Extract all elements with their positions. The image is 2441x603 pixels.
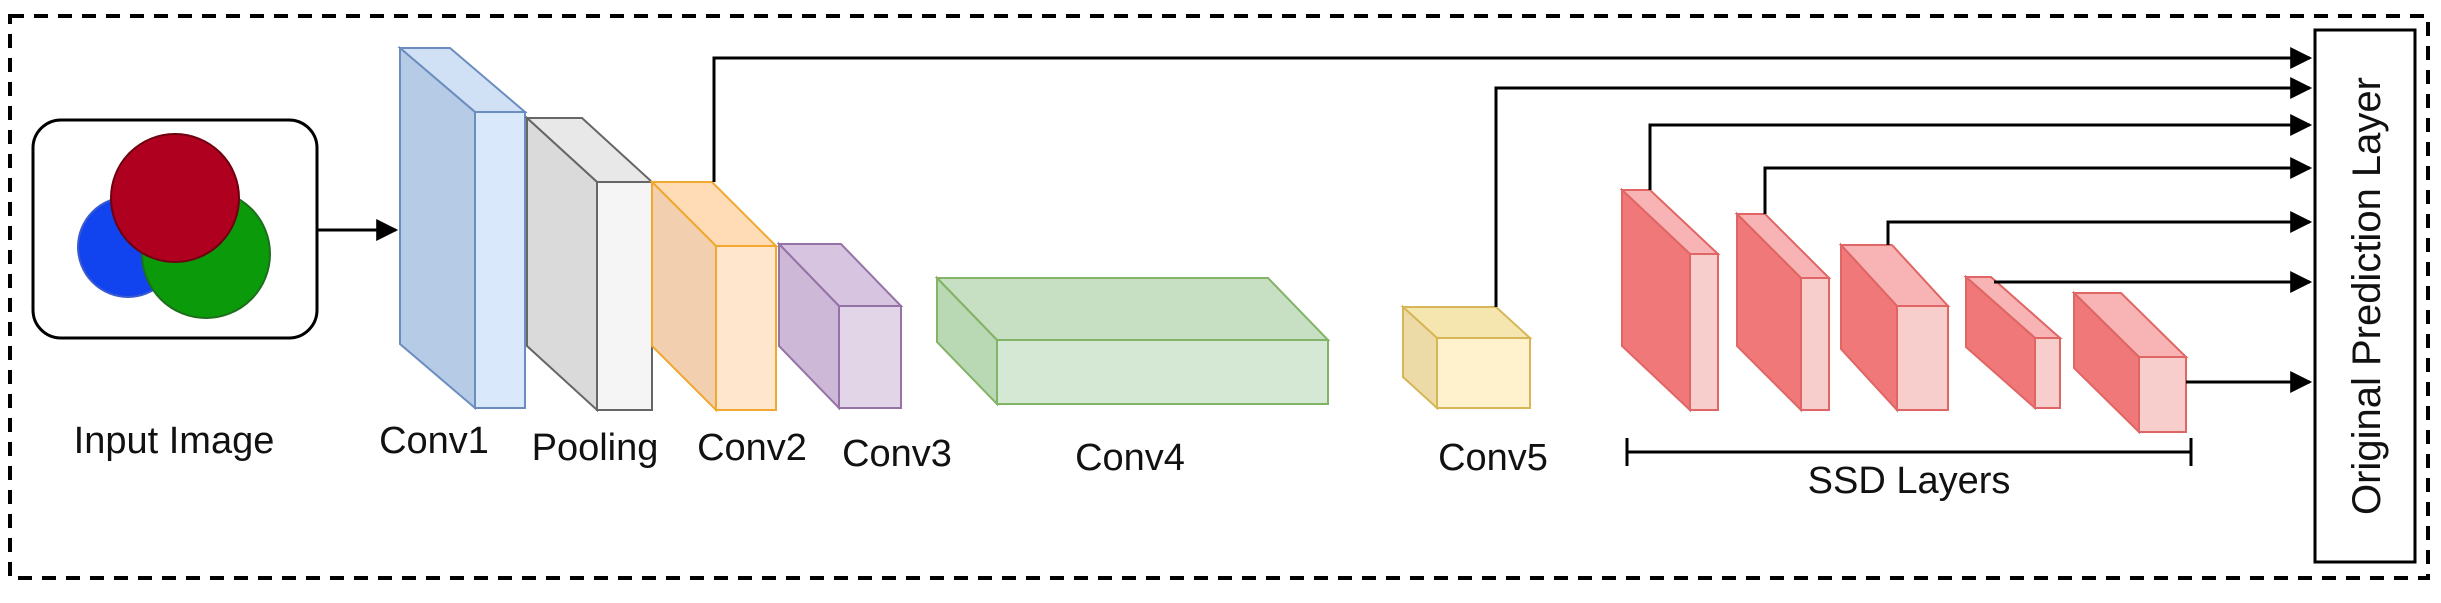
pooling-front [596, 181, 653, 411]
prediction-layer-label: Original Prediction Layer [2345, 77, 2389, 515]
ssd-layer-3 [1838, 242, 1951, 413]
conv2-block [649, 179, 779, 413]
conv1-front [474, 111, 526, 409]
ssd3-front [1896, 305, 1949, 411]
ssd3-to-prediction-arrow [1886, 211, 2313, 245]
conv4-top [934, 277, 1331, 341]
conv4-block [934, 275, 1331, 407]
conv3-label: Conv3 [842, 433, 952, 475]
conv5-to-prediction-arrow [1494, 77, 2313, 307]
ssd2-to-prediction-arrow [1763, 157, 2313, 214]
ssd-layer-5 [2071, 290, 2189, 435]
conv1-label: Conv1 [379, 420, 489, 462]
ssd1-front [1689, 253, 1719, 411]
ssd1-to-prediction-arrow [1648, 114, 2313, 190]
conv4-label: Conv4 [1075, 437, 1185, 479]
conv4-front [996, 339, 1329, 405]
conv1-left [399, 45, 476, 411]
conv2-label: Conv2 [697, 427, 807, 469]
pooling-block [524, 115, 655, 413]
conv5-block [1400, 304, 1533, 411]
input-image-label: Input Image [74, 420, 275, 462]
conv5-label: Conv5 [1438, 437, 1548, 479]
red-circle [110, 133, 240, 263]
ssd-layer-2 [1734, 211, 1832, 413]
conv2-to-prediction-arrow [712, 47, 2313, 182]
pooling-label: Pooling [532, 427, 659, 469]
ssd-layers-label: SSD Layers [1808, 460, 2011, 502]
conv3-block [776, 241, 904, 411]
outer-dashed-border [8, 14, 2430, 580]
ssd-layers-bracket [1625, 438, 2193, 466]
conv5-front [1436, 337, 1531, 409]
ssd4-front [2034, 337, 2061, 409]
ssd2-front [1800, 277, 1830, 411]
prediction-layer-box [2313, 28, 2417, 564]
conv1-block [397, 45, 528, 411]
conv2-front [715, 245, 777, 411]
conv3-front [838, 305, 902, 409]
ssd-layer-1 [1619, 187, 1721, 413]
input-image [31, 118, 319, 340]
ssd-layer-4 [1963, 274, 2063, 411]
ssd5-front [2138, 356, 2187, 433]
